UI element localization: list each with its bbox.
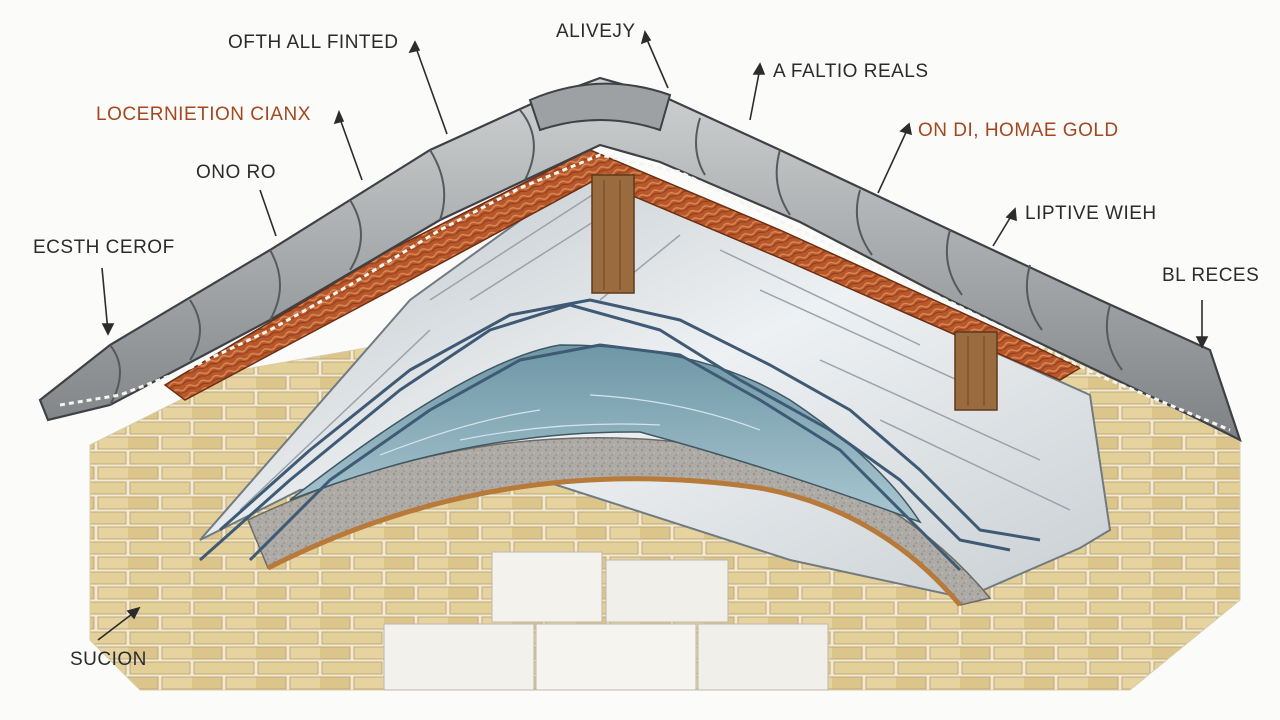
- metal-straps: [199, 298, 1041, 572]
- label-locernietion-cianx: LOCERNIETION CIANX: [96, 104, 311, 125]
- arrow-alivety: [644, 34, 669, 89]
- arrow-ecsth-cerof: [101, 267, 109, 333]
- label-bl-reces: BL RECES: [1162, 265, 1260, 286]
- arrow-on-di-homae-gold: [877, 127, 909, 194]
- timber-posts: [591, 174, 998, 411]
- arrow-a-faltio-reals: [749, 67, 761, 121]
- label-oft-all-finted: OFTH ALL FINTED: [228, 32, 399, 53]
- arrow-ono-ro: [259, 189, 277, 237]
- label-liptive-wien: LIPTIVE WIEH: [1025, 203, 1157, 224]
- arrow-oft-all-finted: [414, 44, 448, 135]
- arrow-locernietion-cianx: [338, 115, 363, 181]
- label-on-di-homae-gold: ON DI, HOMAE GOLD: [918, 120, 1119, 141]
- leader-lines: [97, 30, 1209, 641]
- label-ecsth-cerof: ECSTH CEROF: [33, 237, 175, 258]
- arrow-sucion: [97, 610, 137, 641]
- roof-tiles: [38, 76, 1242, 443]
- stone-blocks: [383, 551, 829, 691]
- label-ono-ro: ONO RO: [196, 162, 277, 183]
- waterproof-membrane: [289, 344, 922, 524]
- label-alivety: ALIVEJY: [556, 21, 636, 42]
- label-sucion: SUCION: [70, 649, 147, 670]
- label-a-faltio-reals: A FALTIO REALS: [773, 61, 929, 82]
